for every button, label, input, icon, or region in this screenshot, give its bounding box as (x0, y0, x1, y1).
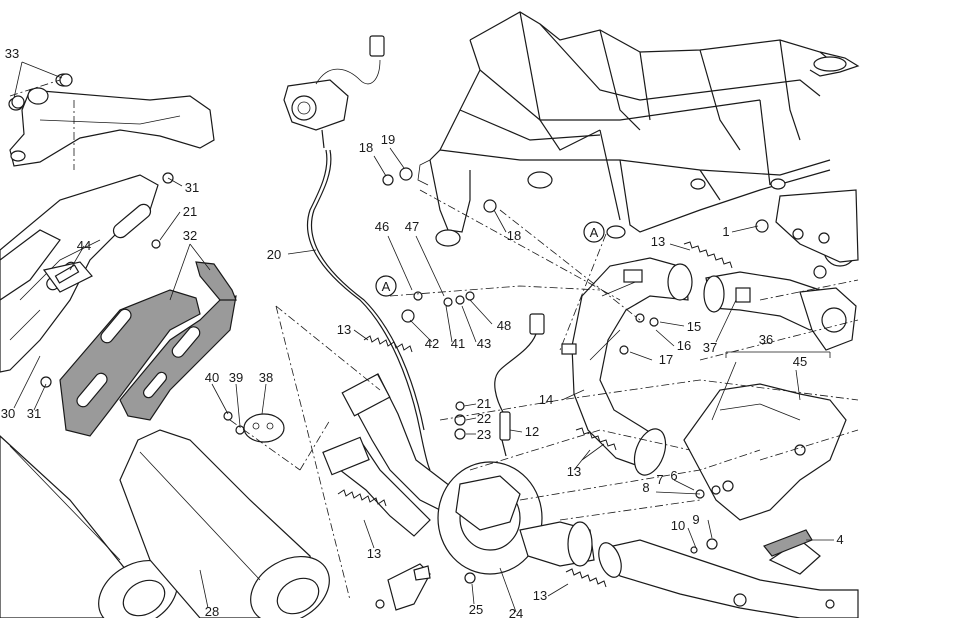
fasteners (11, 73, 835, 609)
reference-marker-a-right: A (583, 221, 605, 243)
heat-shield-guard-pair (59, 261, 237, 437)
callout-number: 22 (477, 411, 491, 426)
reference-marker-a-label: A (590, 225, 599, 240)
callout-number: 20 (267, 247, 281, 262)
bottom-pipe (598, 529, 859, 618)
callout-number: 7 (656, 472, 663, 487)
callout-number: 33 (5, 46, 19, 61)
callout-number: 12 (525, 424, 539, 439)
callout-number: 25 (469, 602, 483, 617)
rear-heat-shield (683, 383, 847, 521)
callout-number: 9 (692, 512, 699, 527)
callout-number: 45 (793, 354, 807, 369)
callout-number: 31 (185, 180, 199, 195)
callout-number: 31 (27, 406, 41, 421)
callout-number: 41 (451, 336, 465, 351)
left-heat-shield (0, 174, 159, 373)
silencer-support-bracket (8, 73, 215, 167)
callout-number: 44 (77, 238, 91, 253)
callout-number: 28 (205, 604, 219, 618)
callout-numbers: 33 31 21 32 44 30 31 40 39 38 28 20 18 1… (1, 46, 844, 618)
callout-number: 36 (759, 332, 773, 347)
callout-leaders (13, 61, 834, 613)
callout-number: 32 (183, 228, 197, 243)
callout-number: 48 (497, 318, 511, 333)
callout-number: 13 (651, 234, 665, 249)
callout-number: 19 (381, 132, 395, 147)
reference-marker-a-label: A (382, 279, 391, 294)
callout-number: 38 (259, 370, 273, 385)
callout-number: 21 (183, 204, 197, 219)
lower-bracket (387, 563, 431, 611)
exhaust-valve-actuator (283, 35, 431, 471)
exhaust-collector (437, 461, 595, 575)
callout-number: 18 (359, 140, 373, 155)
callout-number: 4 (836, 532, 843, 547)
callout-number: 21 (477, 396, 491, 411)
trellis-frame (417, 11, 860, 247)
callout-number: 46 (375, 219, 389, 234)
silencer-pair (0, 429, 330, 618)
callout-number: 40 (205, 370, 219, 385)
callout-number: 42 (425, 336, 439, 351)
exhaust-manifold-front (322, 373, 471, 537)
lambda-sensor-wire (494, 313, 545, 457)
callout-number: 16 (677, 338, 691, 353)
small-cap-38 (243, 413, 285, 443)
rear-cylinder-pipe (703, 189, 859, 351)
callout-number: 13 (567, 464, 581, 479)
callout-number: 13 (533, 588, 547, 603)
callout-number: 13 (337, 322, 351, 337)
assembly-lines (9, 79, 859, 601)
callout-number: 10 (671, 518, 685, 533)
callout-number: 15 (687, 319, 701, 334)
callout-number: 13 (367, 546, 381, 561)
callout-number: 23 (477, 427, 491, 442)
callout-number: 37 (703, 340, 717, 355)
exhaust-springs (337, 241, 733, 588)
callout-number: 1 (722, 224, 729, 239)
callout-number: 6 (670, 468, 677, 483)
callout-number: 8 (642, 480, 649, 495)
callout-number: 17 (659, 352, 673, 367)
callout-number: 47 (405, 219, 419, 234)
callout-number: 18 (507, 228, 521, 243)
callout-number: 30 (1, 406, 15, 421)
rear-exhaust-pipe (571, 257, 693, 476)
callout-number: 43 (477, 336, 491, 351)
reference-marker-a-left: A (375, 275, 397, 297)
callout-number: 14 (539, 392, 553, 407)
callout-number: 39 (229, 370, 243, 385)
callout-number: 24 (509, 606, 523, 618)
